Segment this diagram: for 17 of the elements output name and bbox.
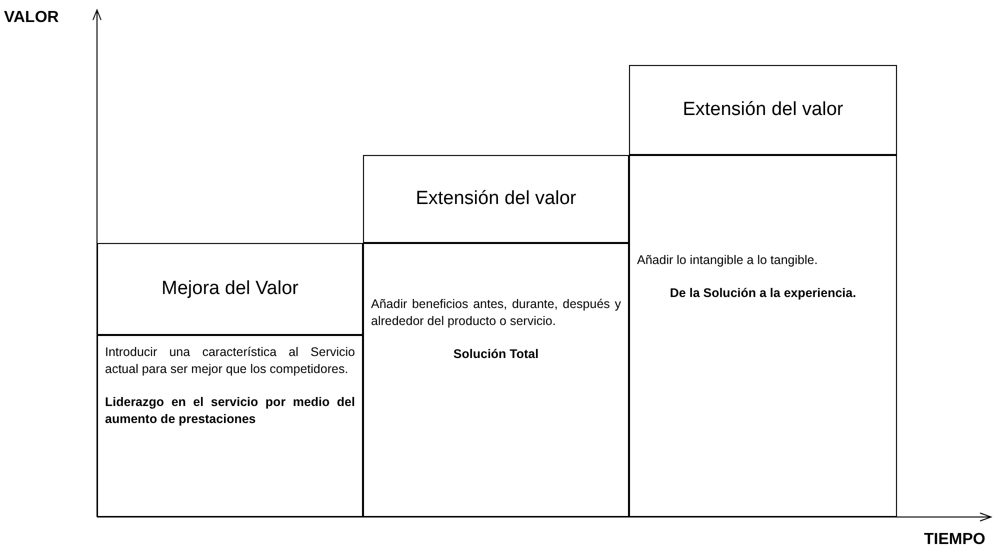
heading-text: Mejora del Valor [162,277,298,301]
heading-text: Extensión del valor [682,98,844,122]
description-text: Introducir una característica al Servicio actual para ser mejor que los competidores. [105,344,355,378]
description-text: Añadir lo intangible a lo tangible. [637,252,819,269]
description-text: Añadir beneficios antes, durante, después y alrededor del producto o servicio. [371,296,621,330]
heading-text: Extensión del valor [416,187,576,211]
axis-label: VALOR [4,10,59,26]
heading-cell [629,65,897,155]
content-cell [97,335,363,517]
content-cell [629,155,897,517]
highlight-text: Liderazgo en el servicio por medio del aumento de prestaciones [105,394,355,428]
highlight-text: Solución Total [452,346,540,363]
highlight-text: De la Solución a la experiencia. [668,285,858,302]
axis-label: TIEMPO [924,532,986,548]
heading-cell [363,155,629,243]
content-cell [363,243,629,517]
heading-cell [97,243,363,335]
